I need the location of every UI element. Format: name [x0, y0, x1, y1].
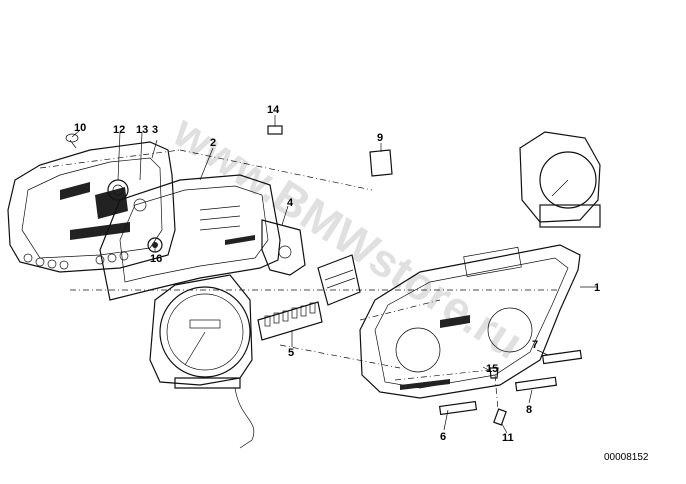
part-lamp-socket-strip: [257, 301, 323, 341]
callout-9: 9: [377, 132, 383, 144]
part-bracket: [261, 219, 306, 276]
callout-11: 11: [502, 432, 514, 444]
callout-10: 10: [74, 122, 86, 134]
callout-4: 4: [287, 197, 294, 209]
part-speedometer: [149, 274, 255, 449]
callout-1: 1: [594, 282, 600, 294]
part-auxiliary-gauge: [519, 131, 601, 228]
callout-3: 3: [152, 124, 158, 136]
part-bulb-14: [267, 125, 283, 135]
callout-5: 5: [288, 347, 294, 359]
callout-2: 2: [210, 137, 216, 149]
part-circuit-board-housing: [7, 133, 176, 273]
diagram-reference-number: 00008152: [604, 452, 649, 463]
part-pin-11: [493, 408, 507, 426]
callout-6: 6: [440, 431, 446, 443]
part-bulb-15: [489, 367, 499, 379]
callout-7: 7: [532, 339, 538, 351]
part-indicator-7: [541, 349, 583, 365]
callout-8: 8: [526, 404, 532, 416]
part-indicator-6: [438, 400, 478, 416]
callout-15: 15: [486, 363, 498, 375]
part-indicator-8: [514, 376, 558, 392]
callout-12: 12: [113, 124, 125, 136]
part-instrument-cluster-housing: [359, 244, 581, 399]
watermark: www.BMWstore.ru: [164, 104, 533, 369]
part-connector-block: [317, 254, 361, 306]
callout-16: 16: [150, 253, 162, 265]
part-connector-9: [369, 149, 393, 177]
callout-14: 14: [267, 104, 280, 116]
callouts: 1 2 3 4 5 6 7 8 9 10 11 12 13 14 15 16: [74, 104, 600, 444]
leader-lines: [71, 115, 597, 434]
callout-13: 13: [136, 124, 148, 136]
